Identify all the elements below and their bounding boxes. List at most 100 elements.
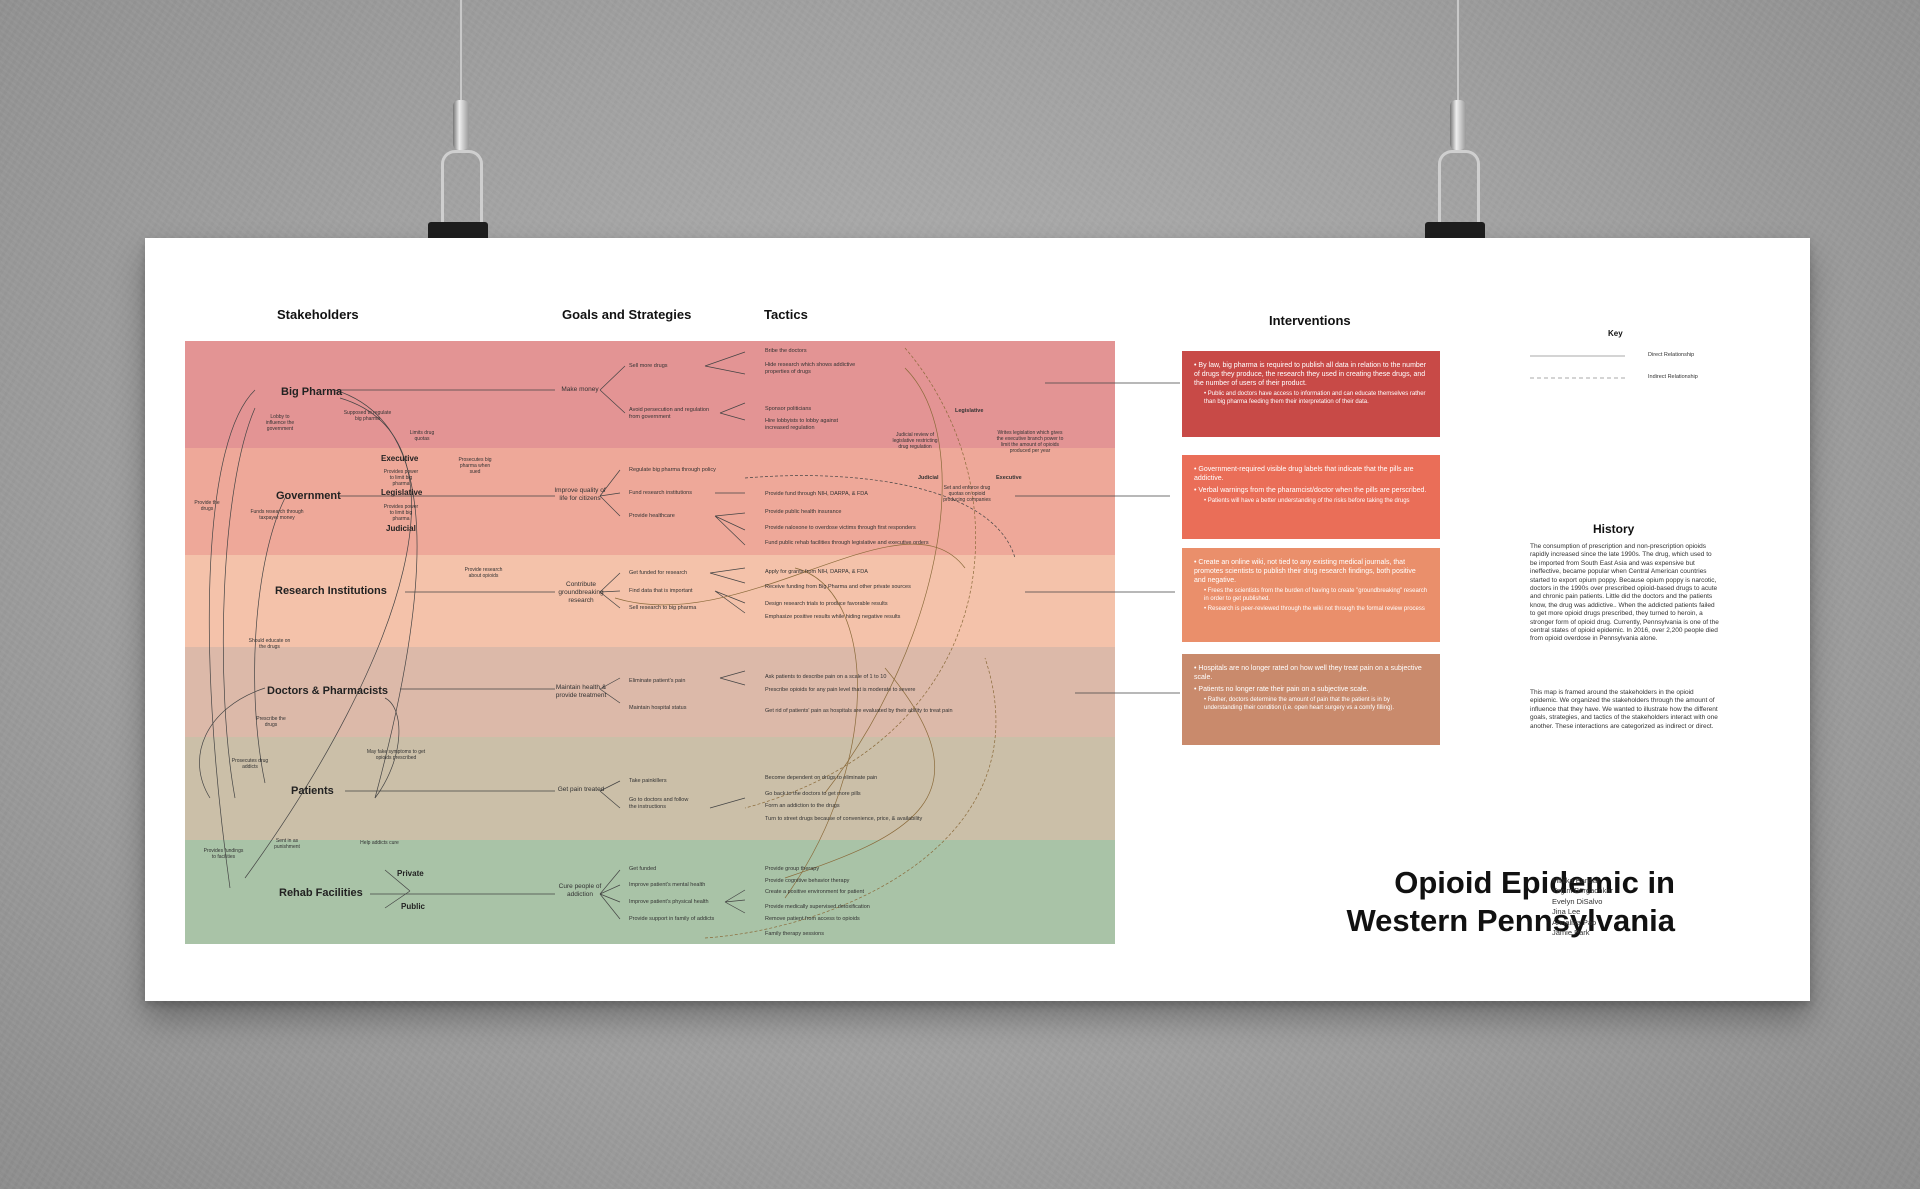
strategy: Get funded for research <box>629 570 688 576</box>
tactic-item: Become dependent on drugs to eliminate p… <box>765 775 878 781</box>
goal-research: Contribute groundbreaking research <box>558 581 604 604</box>
strategy: Find data that is important <box>629 588 693 594</box>
tactic-item: Provide naloxone to overdose victims thr… <box>765 525 916 531</box>
gov-sub-label: Writes legislation which gives the execu… <box>996 430 1064 454</box>
strategy: Get funded <box>629 866 657 872</box>
binder-clip-wire-right <box>1438 150 1480 229</box>
header-tactics: Tactics <box>764 307 808 322</box>
tactic-item: Prescribe opioids for any pain level tha… <box>765 687 916 693</box>
edge-label: Provides power to limit big pharma <box>383 469 419 487</box>
author: Jamie Park <box>1552 928 1590 938</box>
tactic-item: Design research trials to produce favora… <box>765 601 888 607</box>
history-paragraph-2: This map is framed around the stakeholde… <box>1530 689 1718 730</box>
edge-label: Prosecutes drug addicts <box>231 758 269 770</box>
tactic-item: Hide research which shows addictive prop… <box>765 362 856 375</box>
tactic-item: Get rid of patients' pain as hospitals a… <box>765 708 953 714</box>
gov-sub-executive: Executive <box>996 475 1022 481</box>
gov-judicial: Judicial <box>386 524 416 533</box>
intervention-text: • Hospitals are no longer rated on how w… <box>1194 665 1422 681</box>
edge-label: Provides fundings to facilities <box>203 848 244 860</box>
strategy: Improve patient's mental health <box>629 882 706 888</box>
key-title: Key <box>1608 329 1623 338</box>
stakeholder-research-institutions: Research Institutions <box>275 585 387 597</box>
intervention-2: • Government-required visible drug label… <box>1182 455 1440 539</box>
strategy: Fund research institutions <box>629 490 692 496</box>
tactic-item: Ask patients to describe pain on a scale… <box>765 674 887 680</box>
poster-title: Opioid Epidemic in Western Pennsylvania <box>1215 864 1675 940</box>
tactic-item: Form an addiction to the drugs <box>765 803 840 809</box>
intervention-subtext: • Rather, doctors determine the amount o… <box>1204 697 1395 711</box>
band-big-pharma <box>185 341 1115 448</box>
intervention-text: • By law, big pharma is required to publ… <box>1194 362 1427 387</box>
band-research <box>185 555 1115 647</box>
tactic-item: Provide fund through NIH, DARPA, & FDA <box>765 491 868 497</box>
tactic-item: Go back to the doctors to get more pills <box>765 791 861 797</box>
edge-label: Limits drug quotas <box>409 430 435 442</box>
edge-label: Prosecutes big pharma when sued <box>458 457 492 475</box>
relationship-lines <box>199 347 1625 939</box>
tactic-item: Create a positive environment for patien… <box>765 889 865 895</box>
goal-improve-quality: Improve quality of life for citizens <box>554 487 606 502</box>
title-line-2: Western Pennsylvania <box>1346 903 1675 938</box>
header-interventions: Interventions <box>1269 313 1351 328</box>
intervention-subtext: • Public and doctors have access to info… <box>1204 391 1426 405</box>
rehab-public: Public <box>401 902 426 911</box>
tactic-item: Fund public rehab facilities through leg… <box>765 540 929 546</box>
stakeholder-patients: Patients <box>291 785 334 797</box>
intervention-text: • Verbal warnings from the pharamcist/do… <box>1194 487 1427 494</box>
gov-sub-legislative: Legislative <box>955 408 984 414</box>
tactic-item: Sponsor politicians <box>765 406 812 412</box>
author: Yogini Borgaonkar <box>1552 886 1614 896</box>
authors-list: Mihika Bansal Yogini Borgaonkar Evelyn D… <box>1552 876 1613 938</box>
intervention-3: • Create an online wiki, not tied to any… <box>1182 548 1440 642</box>
strategy: Sell more drugs <box>629 363 668 369</box>
edge-label: Provide research about opioids <box>464 567 503 579</box>
author: Evelyn DiSalvo <box>1552 896 1603 906</box>
gov-sub-judicial: Judicial <box>918 475 939 481</box>
intervention-subtext: • Research is peer-reviewed through the … <box>1204 606 1425 612</box>
edge-label: Lobby to influence the government <box>265 414 295 432</box>
gov-sub-label: Set and enforce drug quotas on opioid pr… <box>943 485 991 503</box>
tactic-item: Apply for grants from NIH, DARPA, & FDA <box>765 569 868 575</box>
tactic-item: Remove patient from access to opioids <box>765 916 860 922</box>
band-doctors <box>185 647 1115 737</box>
goal-make-money: Make money <box>561 386 599 393</box>
tactic-item: Provide public health insurance <box>765 509 842 515</box>
strategy: Provide healthcare <box>629 513 675 519</box>
stakeholder-rehab-facilities: Rehab Facilities <box>279 887 363 899</box>
edge-label: Sent in as punishment <box>274 838 300 850</box>
intervention-subtext: • Frees the scientists from the burden o… <box>1204 588 1428 602</box>
title-line-1: Opioid Epidemic in <box>1394 865 1675 900</box>
tactic-item: Provide medically supervised detoxificat… <box>765 904 870 910</box>
band-government <box>185 448 1115 555</box>
stakeholder-government: Government <box>276 490 341 502</box>
strategy: Maintain hospital status <box>629 705 687 711</box>
hanging-cable-right <box>1456 0 1460 100</box>
strategy: Avoid persecution and regulation from go… <box>629 407 710 420</box>
intervention-subtext: • Patients will have a better understand… <box>1204 498 1410 504</box>
stakeholder-big-pharma: Big Pharma <box>281 386 343 398</box>
tactic-item: Emphasize positive results while hiding … <box>765 614 901 620</box>
author: Jina Lee <box>1552 907 1581 917</box>
tactic-item: Turn to street drugs because of convenie… <box>765 816 923 822</box>
strategy: Regulate big pharma through policy <box>629 467 716 473</box>
strategy: Eliminate patient's pain <box>629 678 686 684</box>
strategy: Provide support in family of addicts <box>629 916 715 922</box>
strategy: Take painkillers <box>629 778 667 784</box>
intervention-1: • By law, big pharma is required to publ… <box>1182 351 1440 437</box>
edge-label: Prescribe the drugs <box>256 716 286 728</box>
binder-clip-wire-left <box>441 150 483 229</box>
goal-get-pain-treated: Get pain treated <box>557 786 605 793</box>
header-goals: Goals and Strategies <box>562 307 692 322</box>
edge-label: Provide the drugs <box>194 500 220 512</box>
poster: Stakeholders Goals and Strategies Tactic… <box>145 238 1810 1001</box>
intervention-text: • Create an online wiki, not tied to any… <box>1194 559 1416 584</box>
rehab-private: Private <box>397 869 424 878</box>
edge-label: Provides power to limit big pharma <box>383 504 419 522</box>
gov-legislative: Legislative <box>381 488 423 497</box>
hanging-cable-left <box>459 0 463 100</box>
intervention-4: • Hospitals are no longer rated on how w… <box>1182 654 1440 745</box>
strategy: Improve patient's physical health <box>629 899 709 905</box>
tactic-item: Family therapy sessions <box>765 931 824 937</box>
tactic-item: Receive funding from Big Pharma and othe… <box>765 584 911 590</box>
